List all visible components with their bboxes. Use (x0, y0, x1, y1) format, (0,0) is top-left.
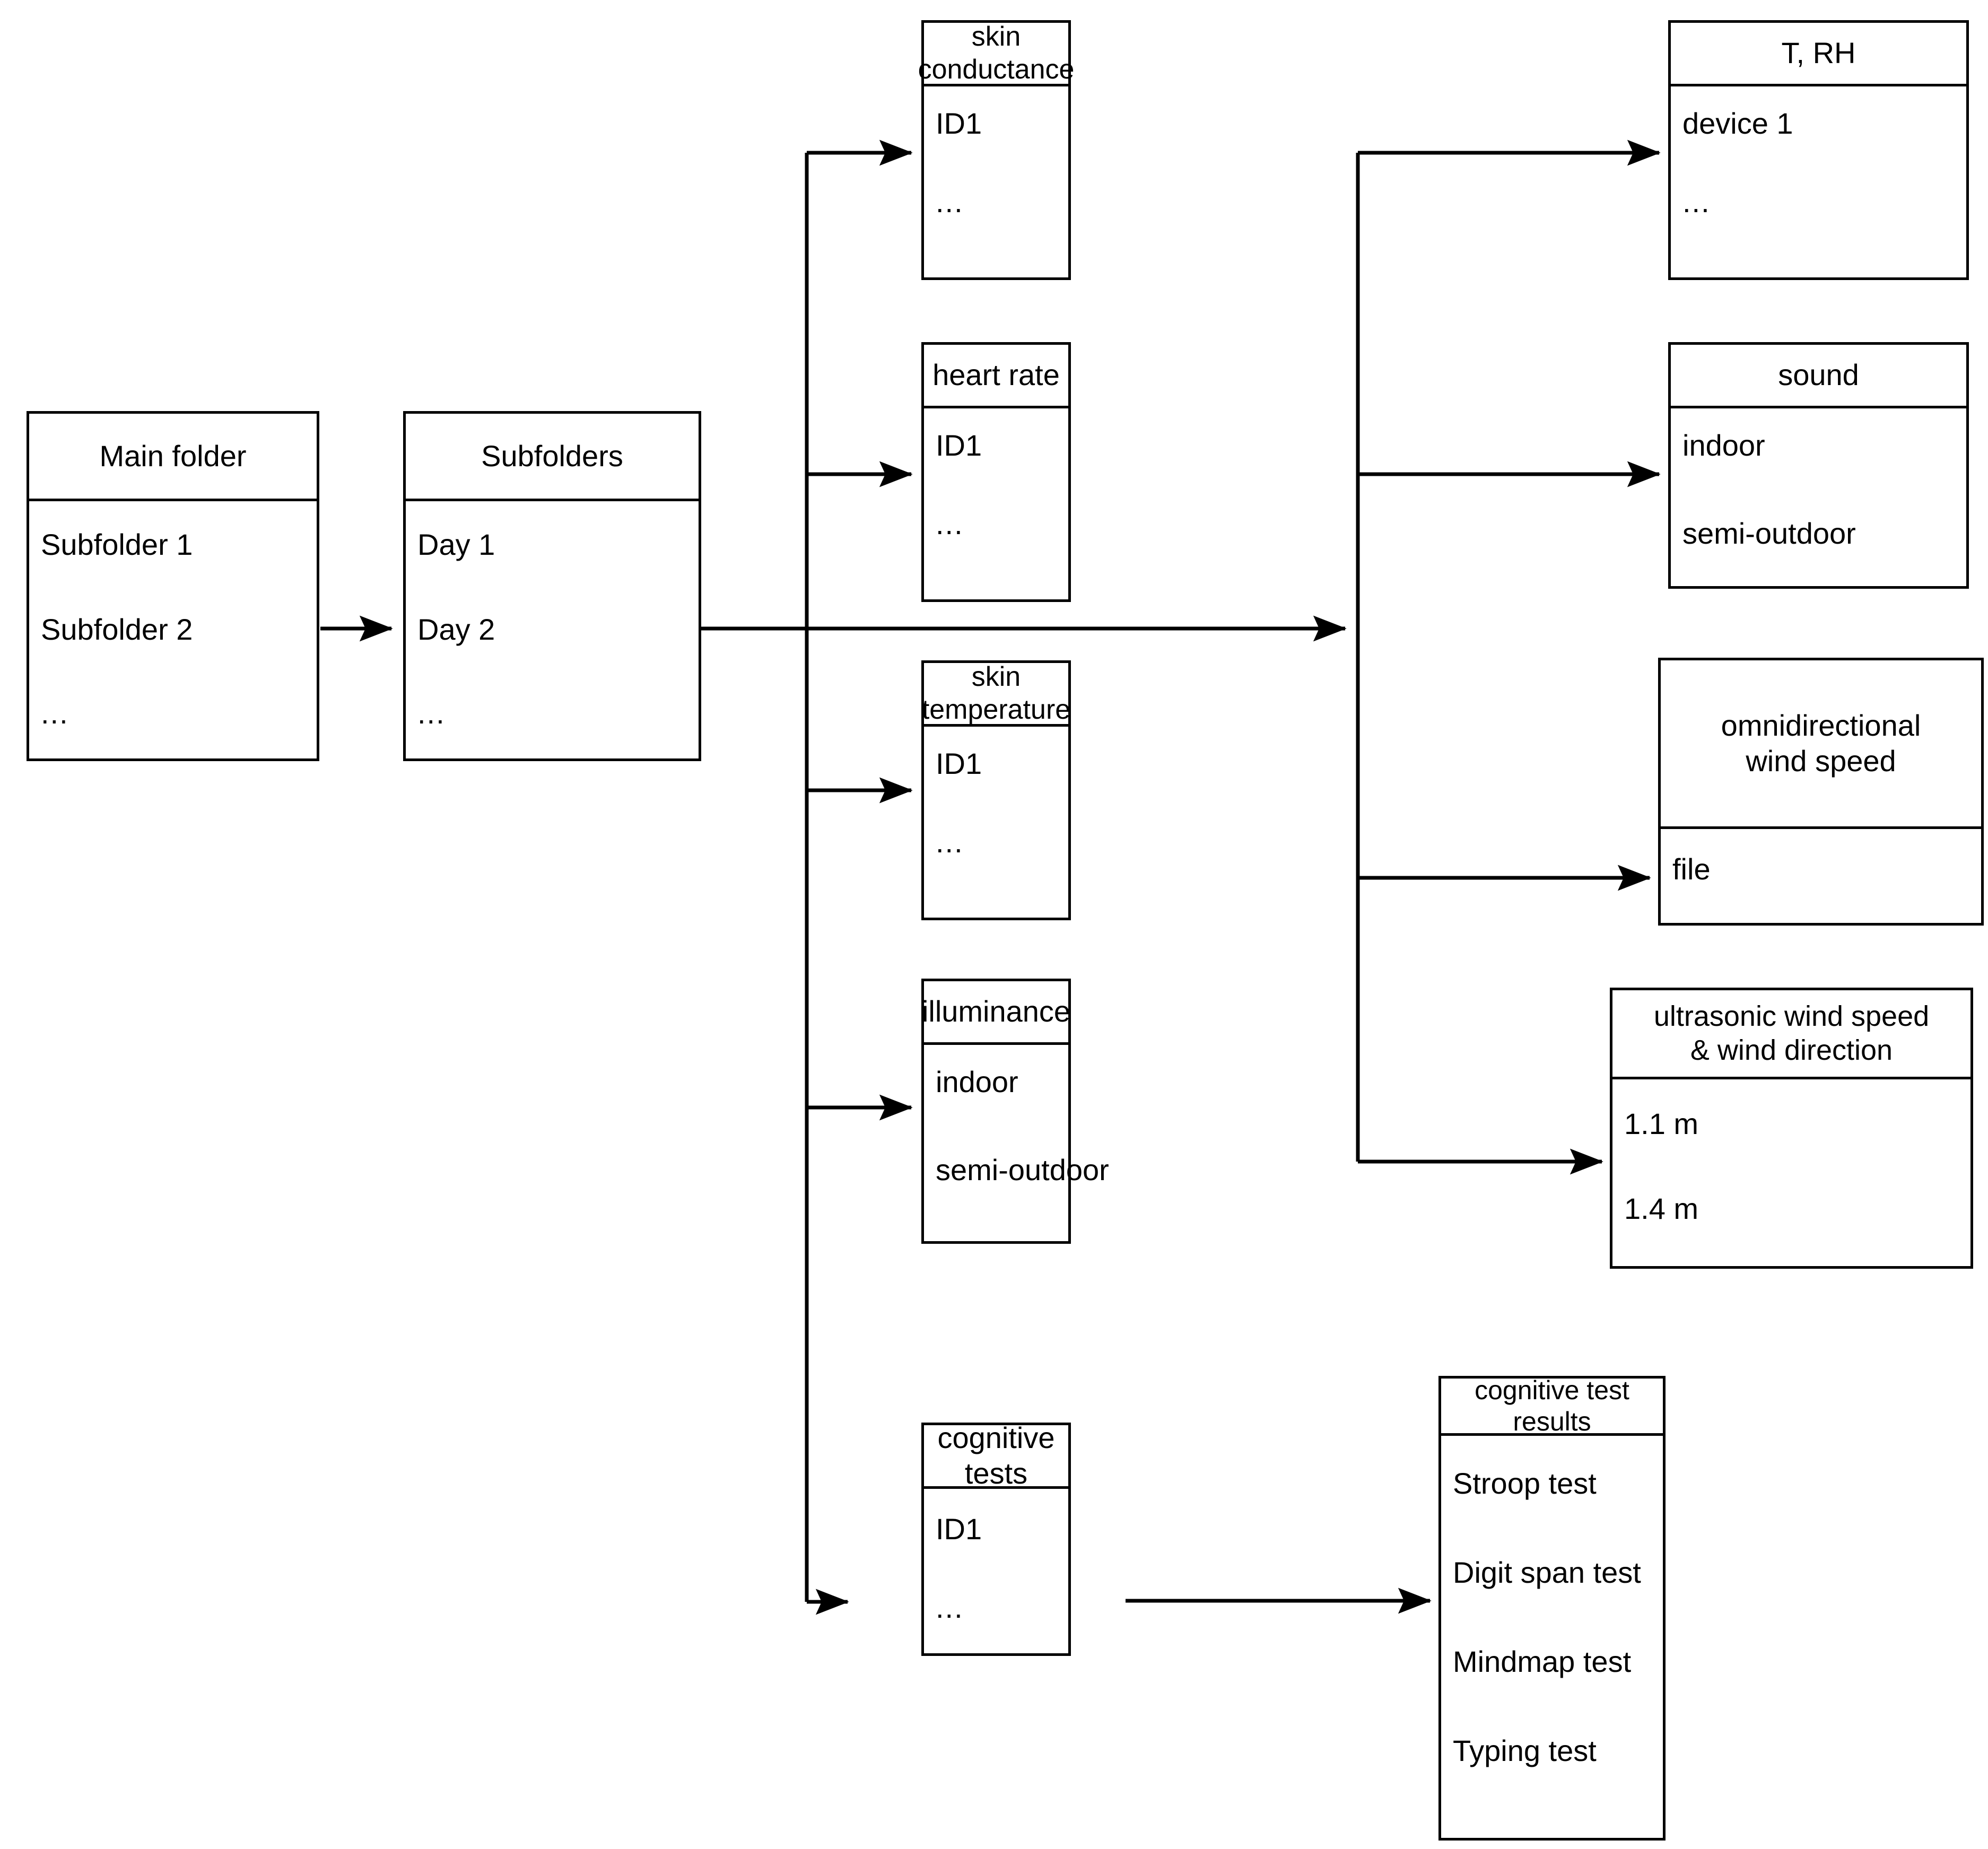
list-item[interactable]: indoor (1682, 429, 1765, 462)
list-item: ... (417, 696, 446, 730)
node-main-folder[interactable]: Main folder Subfolder 1 Subfolder 2 ... (27, 411, 319, 761)
list-item[interactable]: Subfolder 1 (41, 528, 193, 561)
list-item[interactable]: Day 1 (417, 528, 495, 561)
header-line-1: ultrasonic wind speed (1653, 1000, 1930, 1032)
list-item: ... (1682, 185, 1711, 219)
list-item[interactable]: device 1 (1682, 107, 1793, 140)
list-item: ... (936, 1591, 964, 1624)
node-subfolders-body: Day 1 Day 2 ... (406, 501, 699, 758)
node-sound-body: indoor semi-outdoor (1671, 408, 1966, 586)
node-omnidirectional-wind-speed[interactable]: omnidirectional wind speed file (1658, 658, 1984, 926)
node-skin-temperature-body: ID1 ... (924, 727, 1068, 918)
node-t-rh[interactable]: T, RH device 1 ... (1668, 20, 1969, 280)
list-item[interactable]: ID1 (936, 107, 982, 140)
header-line-2: results (1513, 1406, 1591, 1436)
node-skin-conductance-body: ID1 ... (924, 86, 1068, 277)
node-cognitive-test-results-body: Stroop test Digit span test Mindmap test… (1441, 1436, 1663, 1838)
list-item[interactable]: ID1 (936, 1512, 982, 1546)
node-cognitive-tests-body: ID1 ... (924, 1489, 1068, 1653)
list-item[interactable]: Digit span test (1453, 1556, 1641, 1589)
node-omnidirectional-wind-speed-header: omnidirectional wind speed (1661, 660, 1981, 829)
node-illuminance-body: indoor semi-outdoor (924, 1045, 1109, 1241)
list-item: ... (41, 696, 69, 730)
list-item[interactable]: Day 2 (417, 613, 495, 646)
list-item[interactable]: semi-outdoor (936, 1153, 1109, 1187)
node-illuminance-header: illuminance (922, 981, 1070, 1045)
node-cognitive-tests[interactable]: cognitive tests ID1 ... (921, 1421, 1071, 1656)
node-cognitive-test-results[interactable]: cognitive test results Stroop test Digit… (1438, 1375, 1666, 1841)
list-item: ... (936, 507, 964, 540)
header-line-2: wind speed (1746, 744, 1896, 778)
node-subfolders[interactable]: Subfolders Day 1 Day 2 ... (403, 411, 701, 761)
node-illuminance[interactable]: illuminance indoor semi-outdoor (921, 979, 1109, 1244)
list-item[interactable]: 1.1 m (1624, 1107, 1699, 1140)
node-cognitive-tests-header: cognitive tests (924, 1421, 1068, 1490)
node-sound-header: sound (1671, 345, 1966, 408)
node-ultrasonic-wind-header: ultrasonic wind speed & wind direction (1612, 990, 1970, 1079)
node-skin-temperature[interactable]: skin temperature ID1 ... (921, 660, 1071, 920)
node-subfolders-header: Subfolders (406, 414, 699, 501)
list-item[interactable]: 1.4 m (1624, 1192, 1699, 1225)
node-skin-conductance-header: skin conductance (918, 21, 1074, 86)
node-t-rh-header: T, RH (1671, 23, 1966, 86)
node-heart-rate-header: heart rate (924, 345, 1068, 408)
node-sound[interactable]: sound indoor semi-outdoor (1668, 342, 1969, 589)
node-main-folder-body: Subfolder 1 Subfolder 2 ... (29, 501, 317, 758)
list-item[interactable]: semi-outdoor (1682, 517, 1856, 550)
list-item[interactable]: Mindmap test (1453, 1645, 1632, 1678)
node-ultrasonic-wind[interactable]: ultrasonic wind speed & wind direction 1… (1610, 988, 1973, 1269)
node-skin-temperature-header: skin temperature (922, 661, 1070, 727)
node-heart-rate[interactable]: heart rate ID1 ... (921, 342, 1071, 602)
list-item[interactable]: Typing test (1453, 1734, 1597, 1767)
node-cognitive-test-results-header: cognitive test results (1441, 1375, 1663, 1436)
node-t-rh-body: device 1 ... (1671, 86, 1966, 277)
list-item[interactable]: ID1 (936, 429, 982, 462)
list-item: ... (936, 825, 964, 859)
list-item[interactable]: file (1672, 852, 1711, 886)
header-line-2: & wind direction (1690, 1034, 1893, 1066)
list-item[interactable]: indoor (936, 1065, 1018, 1098)
list-item[interactable]: ID1 (936, 747, 982, 780)
node-skin-conductance[interactable]: skin conductance ID1 ... (918, 20, 1074, 280)
list-item[interactable]: Subfolder 2 (41, 613, 193, 646)
node-heart-rate-body: ID1 ... (924, 408, 1068, 599)
node-omnidirectional-wind-speed-body: file (1661, 829, 1981, 923)
list-item: ... (936, 185, 964, 219)
list-item[interactable]: Stroop test (1453, 1467, 1597, 1500)
header-line-1: omnidirectional (1721, 709, 1921, 743)
node-main-folder-header: Main folder (29, 414, 317, 501)
node-ultrasonic-wind-body: 1.1 m 1.4 m (1612, 1079, 1970, 1266)
header-line-1: cognitive test (1475, 1375, 1629, 1405)
